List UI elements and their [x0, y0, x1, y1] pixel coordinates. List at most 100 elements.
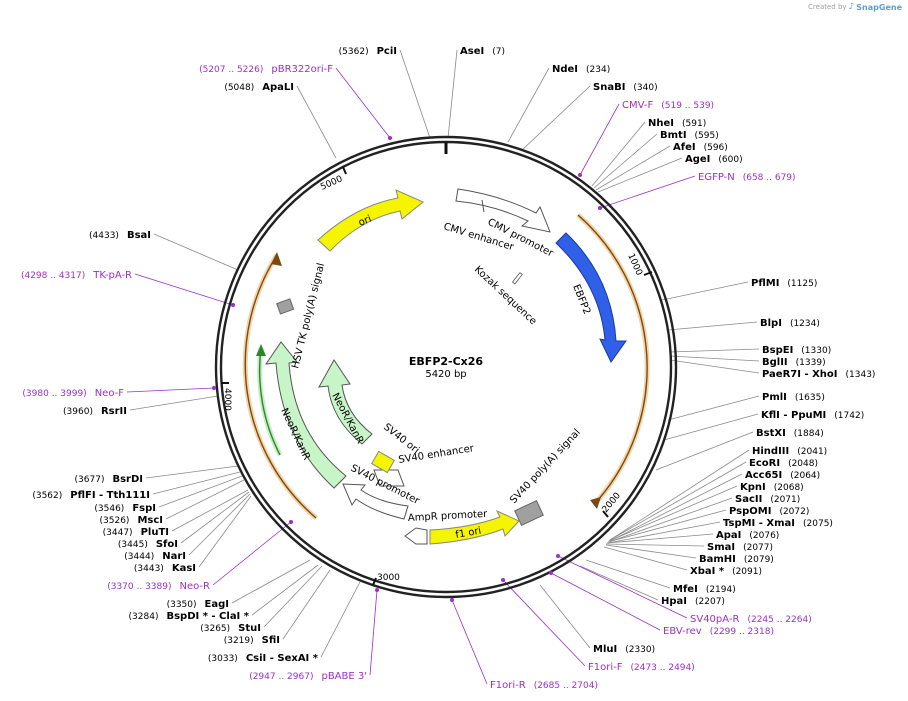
enzyme-site-pflfi-tth111i-34[interactable]: (3562)PflFI - Tth111I — [32, 490, 150, 501]
feature-f1-ori-arrow — [429, 509, 520, 545]
enzyme-site-stui-43[interactable]: (3265)StuI — [200, 623, 261, 634]
enzyme-site-pcii-0[interactable]: (5362)PciI — [339, 46, 397, 57]
primer-site-egfp-n-2[interactable]: EGFP-N(658 .. 679) — [698, 172, 796, 183]
enzyme-name: XbaI * — [690, 566, 725, 577]
enzyme-position: (234) — [586, 65, 610, 75]
leader-pspomi — [607, 509, 727, 543]
backbone-outer — [214, 135, 678, 599]
enzyme-site-snabi-3[interactable]: SnaBI(340) — [593, 82, 658, 93]
leader-pmli — [667, 395, 760, 421]
enzyme-site-ecori-17[interactable]: EcoRI(2048) — [749, 458, 818, 469]
enzyme-site-kpni-19[interactable]: KpnI(2068) — [740, 482, 804, 493]
primer-name: pBR322ori-F — [271, 64, 333, 75]
leader-msci — [165, 479, 245, 520]
leader-stui — [263, 565, 323, 628]
tick-label-4000: 4000 — [222, 388, 232, 411]
enzyme-site-sacii-20[interactable]: SacII(2071) — [735, 494, 800, 505]
enzyme-name: MluI — [593, 644, 617, 655]
enzyme-site-nari-39[interactable]: (3444)NarI — [124, 551, 186, 562]
enzyme-position: (3350) — [167, 600, 197, 610]
enzyme-site-apai-23[interactable]: ApaI(2076) — [716, 530, 779, 541]
enzyme-site-pmli-13[interactable]: PmlI(1635) — [762, 392, 825, 403]
enzyme-name: MscI — [137, 515, 163, 526]
primer-position: (2299 .. 2318) — [710, 627, 774, 637]
primer-site-pbr322ori-f-0[interactable]: (5207 .. 5226)pBR322ori-F — [199, 64, 333, 75]
enzyme-site-bspdi-clai-42[interactable]: (3284)BspDI * - ClaI * — [129, 611, 250, 622]
primer-site-tk-pa-r-3[interactable]: (4298 .. 4317)TK-pA-R — [21, 270, 132, 281]
enzyme-site-tspmi-xmai-22[interactable]: TspMI - XmaI(2075) — [723, 518, 833, 529]
primer-site-ebv-rev-9[interactable]: EBV-rev(2299 .. 2318) — [663, 626, 774, 637]
primer-position: (4298 .. 4317) — [21, 271, 85, 281]
enzyme-site-nhei-4[interactable]: NheI(591) — [648, 118, 706, 129]
enzyme-site-blpi-9[interactable]: BlpI(1234) — [760, 318, 820, 329]
enzyme-site-xbai-26[interactable]: XbaI *(2091) — [690, 566, 762, 577]
enzyme-name: BspEI — [762, 345, 793, 356]
primer-site-neo-f-4[interactable]: (3980 .. 3999)Neo-F — [22, 388, 124, 399]
enzyme-name: PluTI — [141, 527, 169, 538]
enzyme-site-sfii-44[interactable]: (3219)SfiI — [224, 635, 280, 646]
enzyme-site-pluti-37[interactable]: (3447)PluTI — [103, 527, 169, 538]
enzyme-site-apali-30[interactable]: (5048)ApaLI — [224, 82, 294, 93]
primer-mark-pbr322ori-f — [388, 136, 392, 140]
enzyme-site-hpai-28[interactable]: HpaI(2207) — [661, 596, 725, 607]
primer-site-pbabe-3-6[interactable]: (2947 .. 2967)pBABE 3' — [249, 671, 367, 682]
enzyme-site-asei-1[interactable]: AseI(7) — [460, 46, 505, 57]
leader-smai — [605, 543, 705, 547]
enzyme-position: (596) — [704, 143, 728, 153]
orf-ebfp2-line — [577, 214, 648, 501]
enzyme-site-bamhi-25[interactable]: BamHI(2079) — [699, 554, 774, 565]
enzyme-site-eagi-41[interactable]: (3350)EagI — [167, 599, 229, 610]
primer-mark-sv40pa-r — [556, 554, 560, 558]
primer-site-sv40pa-r-10[interactable]: SV40pA-R(2245 .. 2264) — [690, 614, 812, 625]
enzyme-position: (2077) — [743, 543, 773, 553]
leader-csii-sexai — [320, 581, 361, 658]
enzyme-site-agei-7[interactable]: AgeI(600) — [685, 154, 743, 165]
enzyme-site-mfei-27[interactable]: MfeI(2194) — [673, 584, 736, 595]
enzyme-position: (1635) — [795, 393, 825, 403]
enzyme-site-bsrdi-33[interactable]: (3677)BsrDI — [75, 474, 143, 485]
leader-bamhi — [605, 544, 697, 559]
enzyme-site-afei-6[interactable]: AfeI(596) — [673, 142, 728, 153]
enzyme-site-bspei-10[interactable]: BspEI(1330) — [762, 345, 831, 356]
enzyme-position: (3526) — [100, 516, 130, 526]
enzyme-site-csii-sexai-45[interactable]: (3033)CsiI - SexAI * — [208, 653, 319, 664]
leader-nhei — [591, 121, 646, 187]
feature-cmv-enhancer-arrow — [455, 188, 551, 233]
leader-rsrii — [129, 395, 219, 411]
enzyme-site-ndei-2[interactable]: NdeI(234) — [552, 64, 610, 75]
enzyme-name: BlpI — [760, 318, 782, 329]
leader-mfei — [585, 559, 671, 589]
enzyme-site-hindiii-16[interactable]: HindIII(2041) — [752, 446, 827, 457]
enzyme-site-mlui-29[interactable]: MluI(2330) — [593, 644, 655, 655]
primer-position: (2947 .. 2967) — [249, 672, 313, 682]
enzyme-site-bstxi-15[interactable]: BstXI(1884) — [756, 428, 824, 439]
enzyme-site-bmti-5[interactable]: BmtI(595) — [660, 130, 719, 141]
enzyme-position: (1742) — [834, 411, 864, 421]
enzyme-site-acc65i-18[interactable]: Acc65I(2064) — [745, 470, 820, 481]
enzyme-site-fspi-35[interactable]: (3546)FspI — [94, 503, 156, 514]
enzyme-position: (595) — [695, 131, 719, 141]
enzyme-site-sfoi-38[interactable]: (3445)SfoI — [118, 539, 178, 550]
enzyme-site-kfli-ppumi-14[interactable]: KflI - PpuMI(1742) — [761, 410, 864, 421]
enzyme-site-kasi-40[interactable]: (3443)KasI — [134, 563, 196, 574]
enzyme-position: (3445) — [118, 540, 148, 550]
enzyme-site-smai-24[interactable]: SmaI(2077) — [707, 542, 773, 553]
primer-site-cmv-f-1[interactable]: CMV-F(519 .. 539) — [622, 100, 714, 111]
label-sv40-ori: SV40 ori — [381, 422, 421, 457]
enzyme-site-msci-36[interactable]: (3526) MscI — [100, 515, 164, 526]
enzyme-name: KasI — [172, 563, 196, 574]
enzyme-position: (2075) — [803, 519, 833, 529]
primer-site-f1ori-f-8[interactable]: F1ori-F(2473 .. 2494) — [588, 662, 695, 673]
enzyme-site-pspomi-21[interactable]: PspOMI(2072) — [729, 506, 809, 517]
primer-site-neo-r-5[interactable]: (3370 .. 3389)Neo-R — [107, 581, 210, 592]
primer-site-f1ori-r-7[interactable]: F1ori-R(2685 .. 2704) — [490, 680, 598, 691]
enzyme-site-bglii-11[interactable]: BglII(1339) — [762, 357, 826, 368]
enzyme-position: (2064) — [790, 471, 820, 481]
primer-mark-ebv-rev — [549, 571, 553, 575]
enzyme-name: HindIII — [752, 446, 789, 457]
enzyme-site-bsai-31[interactable]: (4433)BsaI — [89, 230, 151, 241]
leader-bspei — [669, 348, 760, 353]
enzyme-site-paer7i-xhoi-12[interactable]: PaeR7I - XhoI(1343) — [762, 369, 875, 380]
enzyme-site-rsrii-32[interactable]: (3960)RsrII — [63, 406, 127, 417]
enzyme-site-pflmi-8[interactable]: PflMI(1125) — [751, 278, 817, 289]
